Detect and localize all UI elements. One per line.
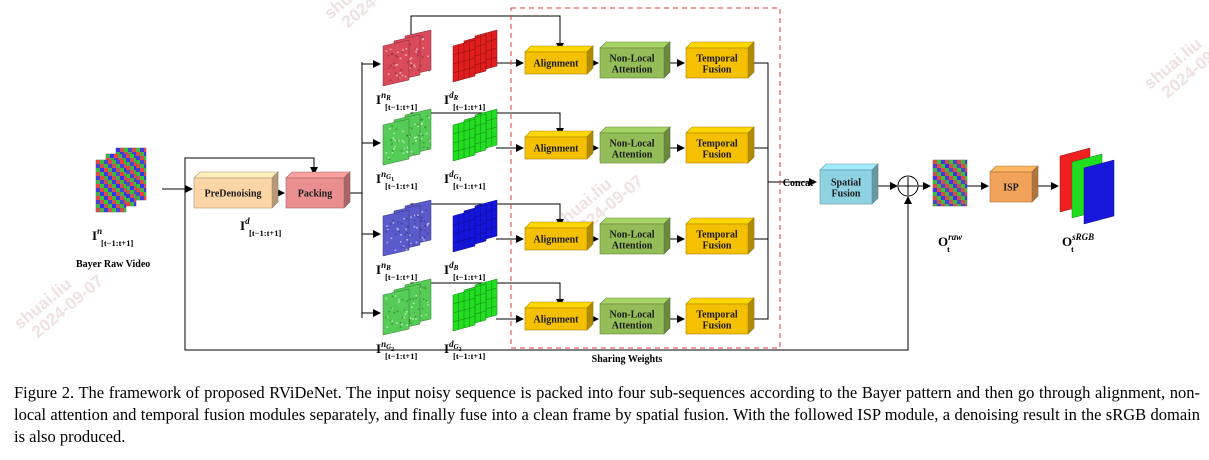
sharing-weights-label: Sharing Weights (592, 354, 663, 365)
branch-r-noisy-stack (383, 30, 431, 86)
branch-g2-nonlocal-box-label-1: Non-Local (610, 310, 655, 321)
branch-r-temporal-box-label-1: Temporal (696, 54, 738, 65)
branch-b-noisy-stack (383, 200, 431, 256)
bayer-raw-video-label: Bayer Raw Video (76, 259, 150, 270)
branch-g1-temporal-box-label-1: Temporal (696, 139, 738, 150)
branch-r-nonlocal-box-label-1: Non-Local (610, 54, 655, 65)
branch-g2-alignment-box-label: Alignment (534, 315, 580, 326)
spatial-fusion-box-label-2: Fusion (832, 189, 861, 200)
output-srgb-label: OsRGB (1062, 232, 1094, 249)
branch-b-nonlocal-box-label-2: Attention (612, 241, 653, 252)
output-raw-label: Oraw (938, 232, 963, 249)
watermark-text: shuai.liu2024-09-07 (320, 0, 417, 37)
branch-g1-denoised-label-range: [t−1:t+1] (453, 181, 486, 191)
branch-b-alignment-box-label: Alignment (534, 235, 580, 246)
isp-box-label: ISP (1003, 183, 1019, 194)
predenoising-box-label: PreDenoising (204, 189, 261, 200)
branch-g2-noisy-stack (383, 279, 431, 335)
branch-r-nonlocal-box-label-2: Attention (612, 65, 653, 76)
branch-r-alignment-box-label: Alignment (534, 59, 580, 70)
branch-g1-nonlocal-box-label-2: Attention (612, 150, 653, 161)
input-noisy-label-range: [t−1:t+1] (101, 238, 134, 248)
branch-b-temporal-box-label-1: Temporal (696, 230, 738, 241)
branch-g1-denoised-stack (453, 109, 497, 161)
branch-b-temporal-box-label-2: Fusion (703, 241, 732, 252)
branch-r-temporal-box-label-2: Fusion (703, 65, 732, 76)
watermark-text: shuai.liu2024-09-07 (1140, 17, 1209, 106)
branch-g2-temporal-box-label-1: Temporal (696, 310, 738, 321)
branch-r-noisy-label-range: [t−1:t+1] (385, 102, 418, 112)
watermark-text: shuai.liu2024-09-07 (10, 257, 107, 346)
branch-g2-denoised-stack (453, 279, 497, 331)
output-raw-label-range: t (947, 244, 950, 254)
branch-b-denoised-stack (453, 200, 497, 252)
figure-caption: Figure 2. The framework of proposed RViD… (14, 382, 1200, 448)
spatial-fusion-box-label-1: Spatial (831, 178, 861, 189)
branch-r-denoised-stack (453, 30, 497, 82)
branch-b-nonlocal-box-label-1: Non-Local (610, 230, 655, 241)
branch-g1-noisy-stack (383, 109, 431, 165)
branch-b-noisy-label-range: [t−1:t+1] (385, 272, 418, 282)
branch-g2-nonlocal-box-label-2: Attention (612, 321, 653, 332)
branch-g2-denoised-label-range: [t−1:t+1] (453, 351, 486, 361)
concat-label: Concat (783, 178, 814, 189)
branch-r-denoised-label-range: [t−1:t+1] (453, 102, 486, 112)
branch-g1-noisy-label-range: [t−1:t+1] (385, 181, 418, 191)
output-srgb-label-range: t (1071, 244, 1074, 254)
branch-g2-noisy-label-range: [t−1:t+1] (385, 351, 418, 361)
packing-box-label: Packing (298, 189, 332, 200)
branch-b-denoised-label-range: [t−1:t+1] (453, 272, 486, 282)
input-noisy-stack (96, 148, 146, 212)
branch-g1-temporal-box-label-2: Fusion (703, 150, 732, 161)
output-raw-frame (933, 160, 967, 206)
input-denoised-label-range: [t−1:t+1] (249, 228, 282, 238)
output-srgb-stack (1060, 148, 1114, 224)
branch-g1-nonlocal-box-label-1: Non-Local (610, 139, 655, 150)
framework-diagram: shuai.liu2024-09-07 shuai.liu2024-09-07 sh… (0, 0, 1209, 380)
branch-g1-alignment-box-label: Alignment (534, 144, 580, 155)
branch-g2-temporal-box-label-2: Fusion (703, 321, 732, 332)
branch-r-line-to-concat (748, 63, 768, 182)
